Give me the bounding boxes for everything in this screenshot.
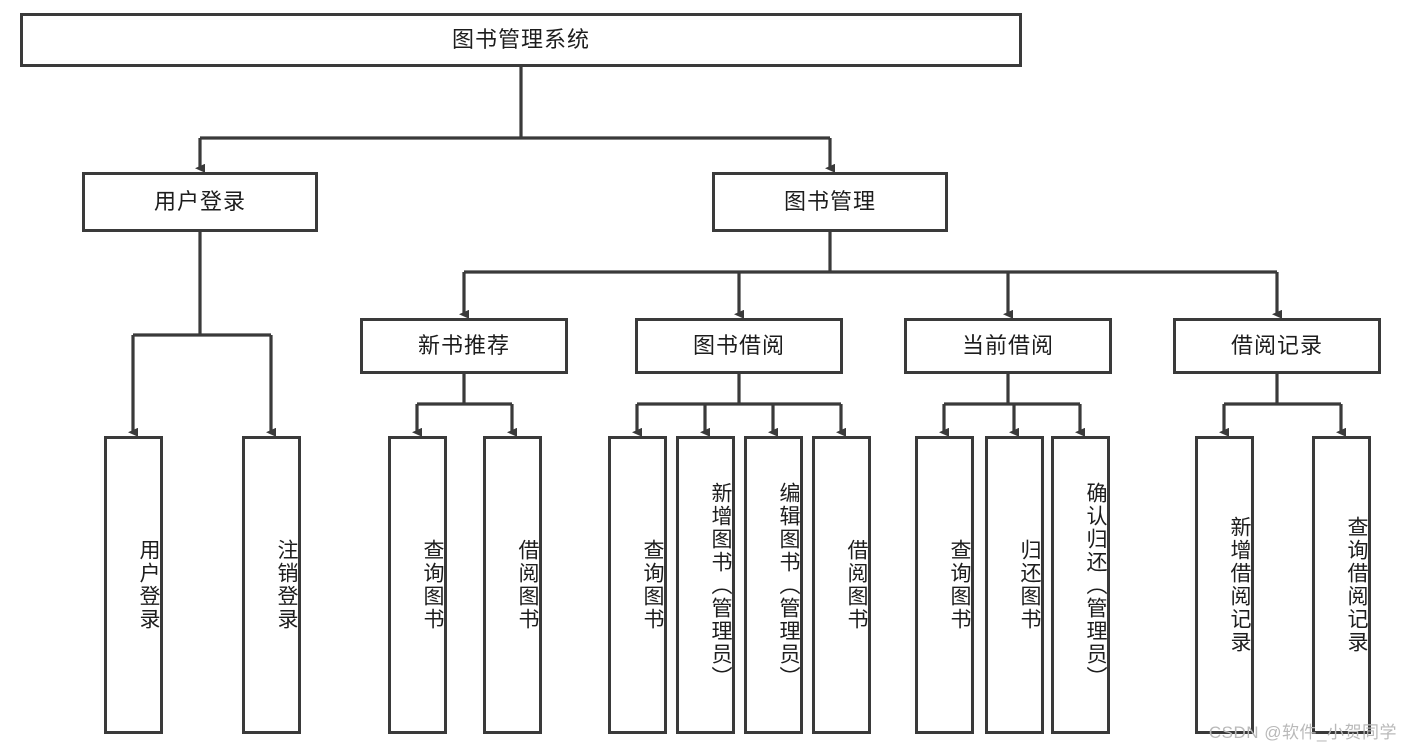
node-leaf-logout-label: 注销登录 [275,539,298,631]
node-leaf-edit-book-label: 编辑图书（管理员） [777,481,800,689]
node-borrow-record-label: 借阅记录 [1230,333,1323,359]
node-leaf-borrow-book-1[interactable]: 借阅图书 [483,436,542,734]
node-root[interactable]: 图书管理系统 [20,13,1022,67]
node-leaf-borrow-book-2[interactable]: 借阅图书 [812,436,871,734]
node-leaf-confirm-return[interactable]: 确认归还（管理员） [1051,436,1110,734]
node-leaf-query-book-1-label: 查询图书 [421,539,444,631]
node-leaf-borrow-book-2-label: 借阅图书 [845,539,868,631]
node-new-book-rec[interactable]: 新书推荐 [360,318,568,374]
watermark: CSDN @软件_小贺同学 [1208,723,1397,742]
node-leaf-query-book-2[interactable]: 查询图书 [608,436,667,734]
node-leaf-user-login-label: 用户登录 [137,539,160,631]
node-leaf-add-record[interactable]: 新增借阅记录 [1195,436,1254,734]
node-leaf-query-record-label: 查询借阅记录 [1345,516,1368,654]
node-user-login-label: 用户登录 [153,189,246,215]
node-root-label: 图书管理系统 [451,27,590,53]
node-book-manage[interactable]: 图书管理 [712,172,948,232]
node-leaf-query-record[interactable]: 查询借阅记录 [1312,436,1371,734]
node-current-borrow[interactable]: 当前借阅 [904,318,1112,374]
node-leaf-query-book-2-label: 查询图书 [641,539,664,631]
node-leaf-logout[interactable]: 注销登录 [242,436,301,734]
node-leaf-add-book[interactable]: 新增图书（管理员） [676,436,735,734]
node-leaf-add-book-label: 新增图书（管理员） [709,481,732,689]
node-book-manage-label: 图书管理 [783,189,876,215]
node-book-borrow-label: 图书借阅 [692,333,785,359]
node-leaf-confirm-return-label: 确认归还（管理员） [1084,481,1107,689]
node-leaf-query-book-3-label: 查询图书 [948,539,971,631]
node-leaf-add-record-label: 新增借阅记录 [1228,516,1251,654]
node-borrow-record[interactable]: 借阅记录 [1173,318,1381,374]
node-book-borrow[interactable]: 图书借阅 [635,318,843,374]
node-user-login[interactable]: 用户登录 [82,172,318,232]
node-leaf-return-book-label: 归还图书 [1018,539,1041,631]
node-leaf-query-book-3[interactable]: 查询图书 [915,436,974,734]
node-leaf-borrow-book-1-label: 借阅图书 [516,539,539,631]
node-leaf-edit-book[interactable]: 编辑图书（管理员） [744,436,803,734]
node-new-book-rec-label: 新书推荐 [417,333,510,359]
node-leaf-query-book-1[interactable]: 查询图书 [388,436,447,734]
node-current-borrow-label: 当前借阅 [961,333,1054,359]
node-leaf-return-book[interactable]: 归还图书 [985,436,1044,734]
node-leaf-user-login[interactable]: 用户登录 [104,436,163,734]
